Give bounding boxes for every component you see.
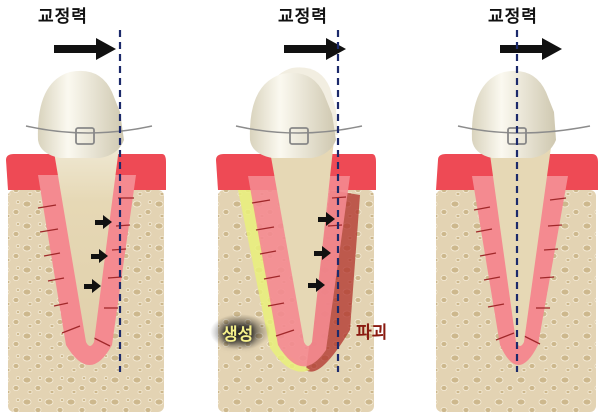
force-arrow-icon: [500, 38, 562, 60]
panel-moving: 교정력: [210, 0, 410, 416]
small-arrow-icons: [84, 215, 112, 293]
tooth-diagram-final: [436, 30, 598, 412]
tooth-crown: [471, 70, 556, 158]
bracket: [289, 127, 309, 145]
tooth-root: [488, 140, 552, 346]
panel-final: 교정력: [428, 0, 600, 416]
tooth-root: [268, 140, 334, 346]
small-arrow-icons: [308, 212, 335, 292]
orthodontic-wire: [235, 125, 363, 134]
tooth-diagram-initial: [6, 30, 166, 412]
force-title: 교정력: [278, 7, 328, 27]
formation-zone: [238, 190, 310, 372]
resorption-label: 파괴: [356, 323, 388, 343]
bracket: [75, 127, 95, 145]
formation-label: 생성: [222, 325, 254, 345]
tooth-root: [52, 140, 120, 346]
tooth-crown: [37, 70, 125, 158]
force-arrow-icon: [284, 38, 346, 60]
force-title: 교정력: [38, 7, 88, 27]
panel-initial: 교정력: [0, 0, 200, 416]
force-title: 교정력: [488, 7, 538, 27]
force-arrow-icon: [54, 38, 116, 60]
orthodontic-wire: [457, 125, 591, 134]
tooth-crown: [249, 72, 336, 158]
tooth-diagram-moving: [210, 30, 376, 412]
orthodontic-wire: [25, 125, 153, 134]
